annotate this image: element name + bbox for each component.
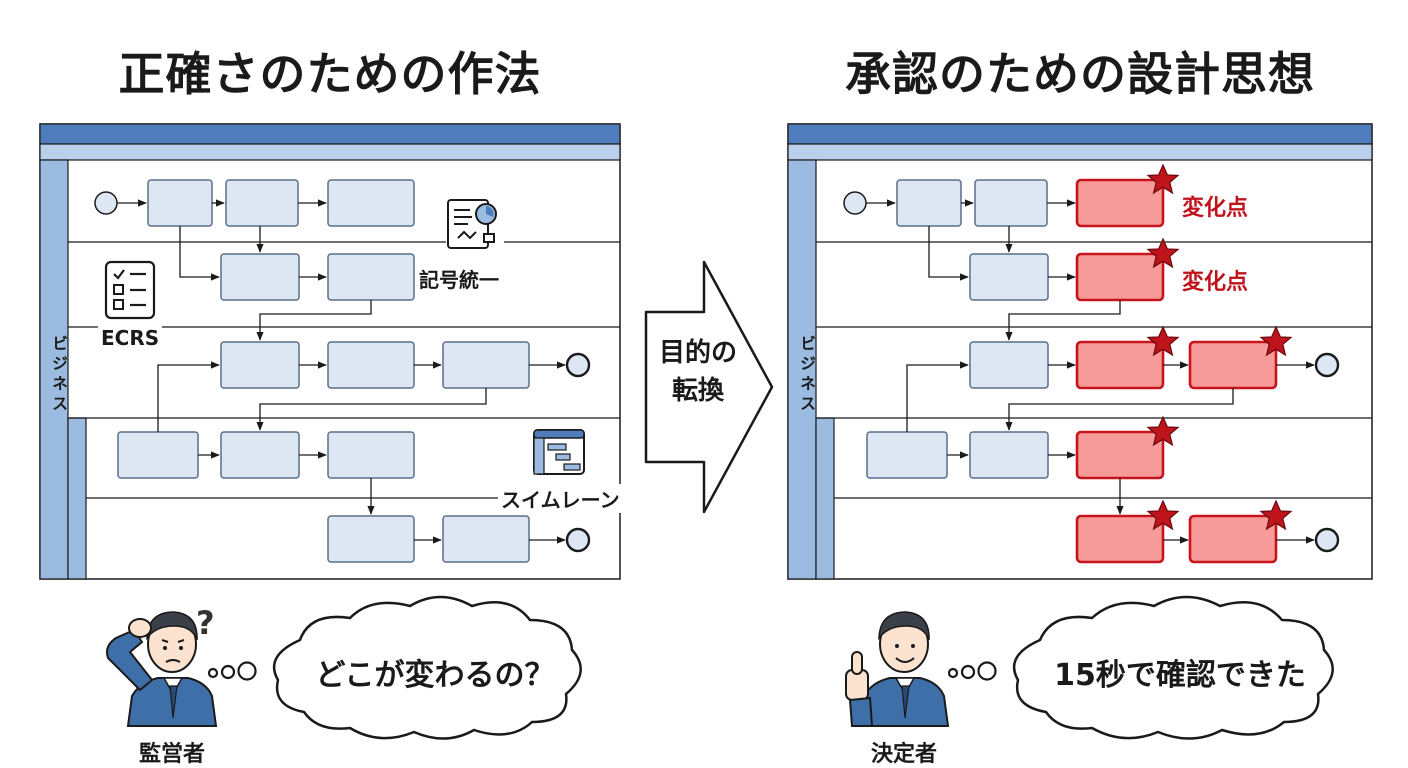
- left-task-box: [327, 253, 415, 301]
- right-end-event: [1314, 527, 1340, 553]
- question-mark-icon: ?: [196, 604, 215, 642]
- left-person-label: 監営者: [138, 742, 205, 767]
- left-task-box: [220, 431, 300, 479]
- transition-arrow-text: 目的の 転換: [650, 334, 746, 410]
- right-header-bar: [787, 123, 1373, 145]
- changed-task-box: [1075, 178, 1165, 228]
- left-task-box: [442, 341, 530, 389]
- left-connectors: [117, 199, 566, 544]
- document-symbol-icon: [446, 198, 504, 252]
- right-connectors: [866, 199, 1315, 544]
- left-task-box: [327, 515, 415, 563]
- right-person-label: 決定者: [870, 742, 937, 767]
- right-subheader-bar: [787, 143, 1373, 161]
- left-lane-label: ビジネス: [49, 335, 68, 415]
- left-task-box: [225, 179, 299, 227]
- satisfied-person-icon: [845, 611, 950, 727]
- changed-task-box: [1075, 514, 1165, 564]
- left-lane-column: [39, 159, 69, 580]
- left-task-box: [327, 431, 415, 479]
- right-lane-column: [787, 159, 817, 580]
- left-task-box: [220, 253, 300, 301]
- right-task-box: [866, 431, 948, 479]
- left-process-panel: [39, 123, 621, 580]
- ecrs-label: ECRS: [98, 326, 163, 350]
- swimlane-chart-icon: [532, 428, 586, 476]
- left-end-event: [565, 352, 591, 378]
- changed-task-box: [1075, 252, 1165, 302]
- changed-task-box: [1075, 340, 1165, 390]
- arrow-text-line1: 目的の: [658, 338, 737, 368]
- left-task-box: [147, 179, 213, 227]
- checklist-icon: [104, 260, 156, 320]
- transition-arrow: [644, 260, 774, 514]
- left-task-box: [327, 341, 415, 389]
- left-subheader-bar: [39, 143, 621, 161]
- right-panel-title: 承認のための設計思想: [845, 47, 1315, 101]
- right-sublane-column: [815, 417, 835, 580]
- left-task-box: [220, 341, 300, 389]
- left-panel-title: 正確さのための作法: [118, 47, 542, 101]
- arrow-text-line2: 転換: [671, 376, 724, 406]
- changed-task-box: [1188, 514, 1278, 564]
- right-lane-label: ビジネス: [797, 335, 816, 415]
- right-task-box: [969, 341, 1049, 389]
- right-task-box: [974, 179, 1048, 227]
- swimlane-label: スイムレーン: [498, 484, 623, 513]
- right-process-panel: [787, 123, 1373, 580]
- confused-person-icon: [106, 611, 218, 727]
- left-thought-dots: [207, 661, 257, 681]
- left-task-box: [442, 515, 530, 563]
- right-thought-dots: [947, 661, 997, 681]
- left-task-box: [117, 431, 199, 479]
- right-start-event: [843, 191, 867, 215]
- change-point-label: 変化点: [1182, 270, 1249, 295]
- changed-task-box: [1188, 340, 1278, 390]
- left-sublane-column: [67, 417, 87, 580]
- change-point-label: 変化点: [1182, 196, 1249, 221]
- right-task-box: [896, 179, 962, 227]
- left-thought-cloud: [272, 595, 582, 740]
- right-task-box: [969, 431, 1049, 479]
- right-task-box: [969, 253, 1049, 301]
- right-thought-text: 15秒で確認できた: [1054, 658, 1306, 693]
- changed-task-box: [1075, 430, 1165, 480]
- right-end-event: [1314, 352, 1340, 378]
- left-start-event: [94, 191, 118, 215]
- left-thought-text: どこが変わるの？: [315, 658, 555, 693]
- left-header-bar: [39, 123, 621, 145]
- left-end-event: [565, 527, 591, 553]
- right-thought-cloud: [1012, 595, 1334, 740]
- left-task-box: [327, 179, 415, 227]
- symbol-unify-label: 記号統一: [416, 264, 502, 293]
